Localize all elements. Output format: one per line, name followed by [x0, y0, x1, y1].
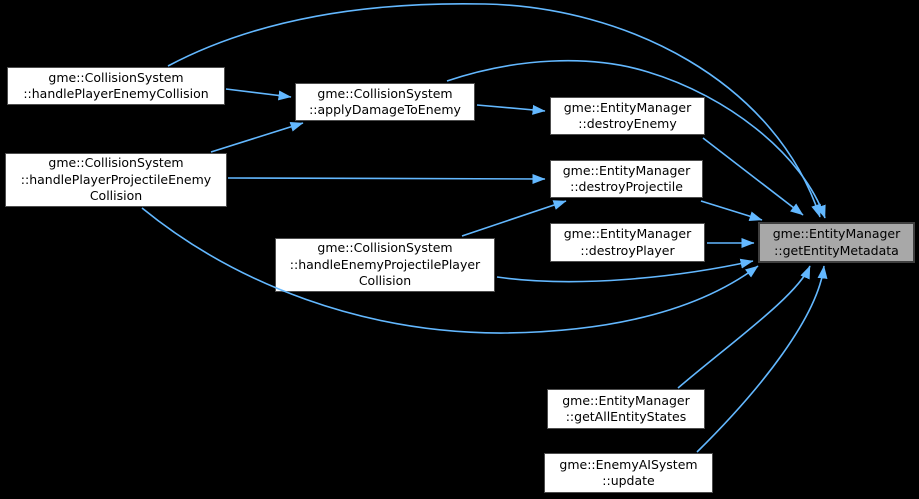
edge-group [141, 2, 828, 453]
node-applyDamageToEnemy[interactable]: gme::CollisionSystem::applyDamageToEnemy [295, 83, 475, 121]
edge-getAllEntityStates-to-getEntityMetadata [677, 265, 811, 389]
node-label-line: gme::EnemyAISystem [559, 456, 698, 472]
node-label-line: Collision [358, 273, 412, 289]
node-label-line: ::getAllEntityStates [565, 409, 687, 424]
node-label-line: gme::EntityManager [562, 392, 690, 408]
node-label-line: Collision [89, 188, 143, 204]
node-label-line: ::destroyProjectile [570, 179, 683, 194]
node-label-line: gme::CollisionSystem [317, 240, 453, 256]
node-label-line: ::update [602, 473, 655, 488]
edge-handlePlayerProjectileEnemyCollision-to-destroyProjectile [227, 173, 546, 184]
edge-applyDamageToEnemy-to-destroyEnemy [476, 104, 546, 115]
node-label-line: ::handlePlayerEnemyCollision [23, 86, 209, 101]
edge-destroyEnemy-to-getEntityMetadata [702, 137, 804, 216]
node-label-line: gme::CollisionSystem [317, 85, 453, 101]
node-label-line: gme::CollisionSystem [48, 69, 184, 85]
node-label-line: ::getEntityMetadata [774, 242, 899, 258]
node-handleEnemyProjectilePlayerCollision[interactable]: gme::CollisionSystem::handleEnemyProject… [275, 238, 495, 292]
node-getEntityMetadata[interactable]: gme::EntityManager::getEntityMetadata [758, 222, 915, 263]
node-label-line: gme::EntityManager [772, 226, 901, 241]
edge-handlePlayerProjectileEnemyCollision-to-applyDamageToEnemy [210, 121, 304, 153]
node-label-line: ::handleEnemyProjectilePlayer [289, 256, 481, 272]
node-label-line: gme::EntityManager [562, 162, 691, 178]
node-destroyEnemy[interactable]: gme::EntityManager::destroyEnemy [550, 97, 705, 135]
node-label-line: ::handlePlayerProjectileEnemy [20, 171, 212, 187]
edge-handlePlayerEnemyCollision-to-applyDamageToEnemy [225, 88, 292, 101]
edge-destroyProjectile-to-getEntityMetadata [700, 200, 763, 222]
node-getAllEntityStates[interactable]: gme::EntityManager::getAllEntityStates [547, 389, 705, 429]
node-label-line: gme::EntityManager [563, 99, 692, 115]
node-label-line: gme::EntityManager [563, 226, 692, 241]
edge-handlePlayerEnemyCollision-to-getEntityMetadata [167, 2, 821, 218]
node-label-line: ::destroyEnemy [578, 116, 677, 131]
edge-update-to-getEntityMetadata [696, 265, 828, 453]
node-handlePlayerProjectileEnemyCollision[interactable]: gme::CollisionSystem::handlePlayerProjec… [5, 153, 227, 207]
node-destroyPlayer[interactable]: gme::EntityManager::destroyPlayer [550, 223, 705, 262]
edge-handleEnemyProjectilePlayerCollision-to-getEntityMetadata [496, 258, 754, 283]
node-label-line: gme::CollisionSystem [48, 155, 184, 171]
node-label-line: ::destroyPlayer [580, 242, 675, 258]
node-handlePlayerEnemyCollision[interactable]: gme::CollisionSystem::handlePlayerEnemyC… [7, 67, 225, 105]
node-label-line: ::applyDamageToEnemy [309, 102, 461, 117]
node-update[interactable]: gme::EnemyAISystem::update [544, 453, 713, 493]
node-destroyProjectile[interactable]: gme::EntityManager::destroyProjectile [550, 160, 703, 198]
